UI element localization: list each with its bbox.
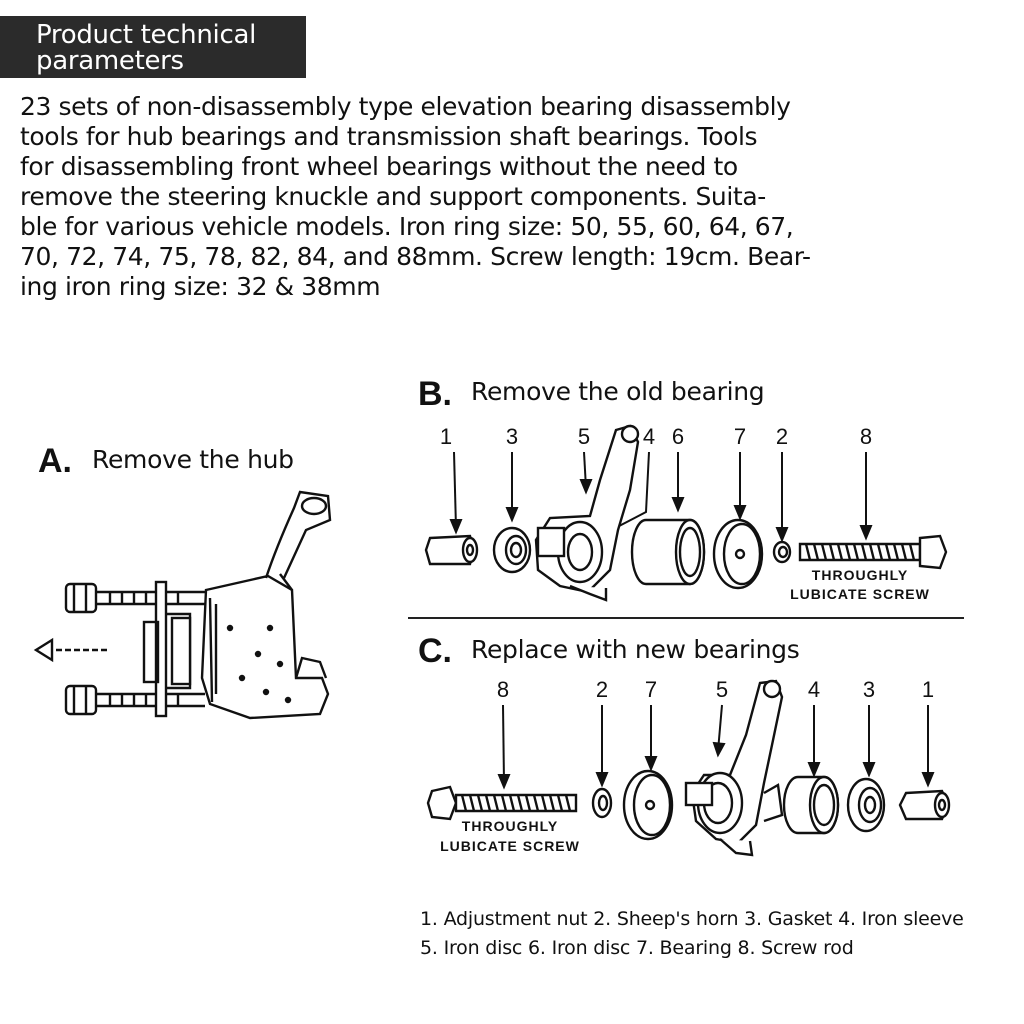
product-description: 23 sets of non-disassembly type elevatio… bbox=[20, 92, 820, 302]
part-number: 8 bbox=[497, 677, 509, 702]
screw-caption-line2: LUBICATE SCREW bbox=[440, 838, 580, 854]
legend-line: 5. Iron disc 6. Iron disc 7. Bearing 8. … bbox=[420, 937, 854, 959]
description-line: 70, 72, 74, 75, 78, 82, 84, and 88mm. Sc… bbox=[20, 242, 811, 271]
part-number: 8 bbox=[860, 424, 872, 449]
section-a-title: Remove the hub bbox=[92, 445, 294, 474]
header-title-line1: Product technical bbox=[36, 20, 257, 50]
steering-knuckle-icon bbox=[684, 679, 784, 857]
section-c-letter: C. bbox=[418, 632, 452, 670]
part-number: 2 bbox=[596, 677, 608, 702]
bolt-icon bbox=[64, 582, 205, 614]
description-line: ble for various vehicle models. Iron rin… bbox=[20, 212, 794, 241]
replace-bearing-diagram: 8 2 7 5 4 3 1 bbox=[426, 677, 951, 857]
legend-line: 1. Adjustment nut 2. Sheep's horn 3. Gas… bbox=[420, 908, 964, 930]
part-number: 3 bbox=[506, 424, 518, 449]
header-bar: Product technical parameters bbox=[0, 16, 306, 78]
part-number: 7 bbox=[645, 677, 657, 702]
hub-removal-illustration bbox=[33, 490, 332, 720]
screw-caption-line1: THROUGHLY bbox=[812, 567, 908, 583]
part-number: 6 bbox=[672, 424, 684, 449]
section-divider bbox=[408, 617, 964, 619]
description-line: remove the steering knuckle and support … bbox=[20, 182, 766, 211]
description-line: for disassembling front wheel bearings w… bbox=[20, 152, 738, 181]
adjustment-nut-icon bbox=[424, 534, 476, 566]
part-number: 4 bbox=[643, 424, 655, 449]
part-number: 1 bbox=[922, 677, 934, 702]
pull-arrow-icon bbox=[33, 637, 108, 663]
part-number: 4 bbox=[808, 677, 820, 702]
steering-knuckle-icon bbox=[534, 424, 640, 602]
part-number: 2 bbox=[776, 424, 788, 449]
screw-caption-line2: LUBICATE SCREW bbox=[790, 586, 930, 602]
section-c-title: Replace with new bearings bbox=[471, 635, 800, 664]
description-line: 23 sets of non-disassembly type elevatio… bbox=[20, 92, 791, 121]
part-number: 3 bbox=[863, 677, 875, 702]
header-title-line2: parameters bbox=[36, 46, 184, 76]
parts-legend: 1. Adjustment nut 2. Sheep's horn 3. Gas… bbox=[420, 905, 964, 963]
description-line: tools for hub bearings and transmission … bbox=[20, 122, 758, 151]
part-number: 5 bbox=[716, 677, 728, 702]
section-b-title: Remove the old bearing bbox=[471, 377, 765, 406]
remove-bearing-diagram: 1 3 5 4 6 7 2 8 bbox=[424, 424, 948, 602]
part-number: 5 bbox=[578, 424, 590, 449]
screw-caption-line1: THROUGHLY bbox=[462, 818, 558, 834]
part-number: 1 bbox=[440, 424, 452, 449]
section-b-letter: B. bbox=[418, 375, 452, 413]
screw-rod-icon bbox=[426, 785, 578, 821]
bolt-icon bbox=[64, 684, 205, 716]
part-number: 7 bbox=[734, 424, 746, 449]
section-a-letter: A. bbox=[38, 442, 72, 480]
screw-rod-icon bbox=[798, 534, 948, 570]
description-line: ing iron ring size: 32 & 38mm bbox=[20, 272, 381, 301]
